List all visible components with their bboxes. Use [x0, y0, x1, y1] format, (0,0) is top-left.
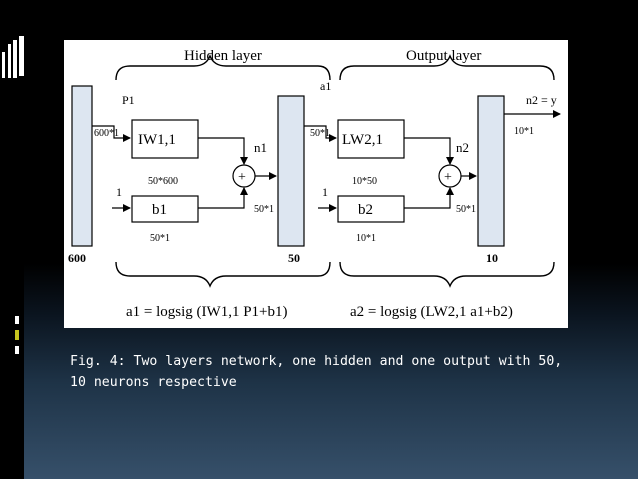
output-sum-label: n2 [456, 140, 469, 155]
input-size-label: 600 [68, 251, 86, 265]
decor-bar [8, 44, 11, 78]
decor-bar [15, 330, 19, 340]
output-bias-box [337, 195, 405, 223]
hidden-equation-brace [115, 261, 331, 288]
input-dim: 600*1 [94, 128, 119, 139]
hidden-layer-brace [115, 54, 331, 81]
input-arrow [92, 125, 131, 142]
output-plus: + [444, 170, 452, 185]
hidden-output-dim: 50*1 [310, 128, 330, 139]
hidden-layer-label: Hidden layer [184, 48, 262, 64]
output-bias-dim: 10*1 [356, 233, 376, 244]
decor-bar [19, 36, 24, 76]
output-weight-dim: 10*50 [352, 176, 377, 187]
output-bias-label: b2 [358, 202, 373, 218]
output-weight-box [337, 119, 405, 159]
output-dim: 10*1 [514, 126, 534, 137]
output-bias-to-sum [404, 187, 454, 209]
hidden-bias-dim: 50*1 [150, 233, 170, 244]
output-sum-dim: 50*1 [456, 204, 476, 215]
hidden-sum-dim: 50*1 [254, 204, 274, 215]
hidden-weight-dim: 50*600 [148, 176, 178, 187]
output-size-label: 10 [486, 251, 498, 265]
output-equation: a2 = logsig (LW2,1 a1+b2) [350, 304, 513, 320]
hidden-size-label: 50 [288, 251, 300, 265]
input-label: P1 [122, 93, 135, 107]
hidden-layer-block [277, 95, 305, 247]
output-bias-input: 1 [322, 185, 328, 199]
hidden-bias-box [131, 195, 199, 223]
decor-bar [15, 346, 19, 354]
decor-bar [15, 316, 19, 324]
output-label: n2 = y [526, 93, 557, 107]
hidden-weight-to-sum [198, 137, 248, 165]
output-equation-brace [339, 261, 555, 288]
hidden-equation: a1 = logsig (IW1,1 P1+b1) [126, 304, 287, 320]
decor-bar [2, 52, 5, 78]
output-layer-label: Output layer [406, 48, 481, 64]
hidden-bias-input: 1 [116, 185, 122, 199]
output-weight-label: LW2,1 [342, 132, 383, 148]
output-layer-brace [339, 54, 555, 81]
hidden-bias-label: b1 [152, 202, 167, 218]
output-layer-block [477, 95, 505, 247]
hidden-weight-label: IW1,1 [138, 132, 176, 148]
figure-caption: Fig. 4: Two layers network, one hidden a… [70, 354, 563, 390]
hidden-to-output-arrow [304, 125, 337, 142]
hidden-output-label: a1 [320, 79, 331, 93]
hidden-sum-label: n1 [254, 140, 267, 155]
output-weight-to-sum [404, 137, 454, 165]
hidden-weight-box [131, 119, 199, 159]
decor-bar [13, 40, 17, 78]
hidden-bias-to-sum [198, 187, 248, 209]
network-diagram: Hidden layer Output layer 600 P1 600*1 I… [64, 40, 568, 328]
input-block [71, 85, 93, 247]
hidden-plus: + [238, 170, 246, 185]
